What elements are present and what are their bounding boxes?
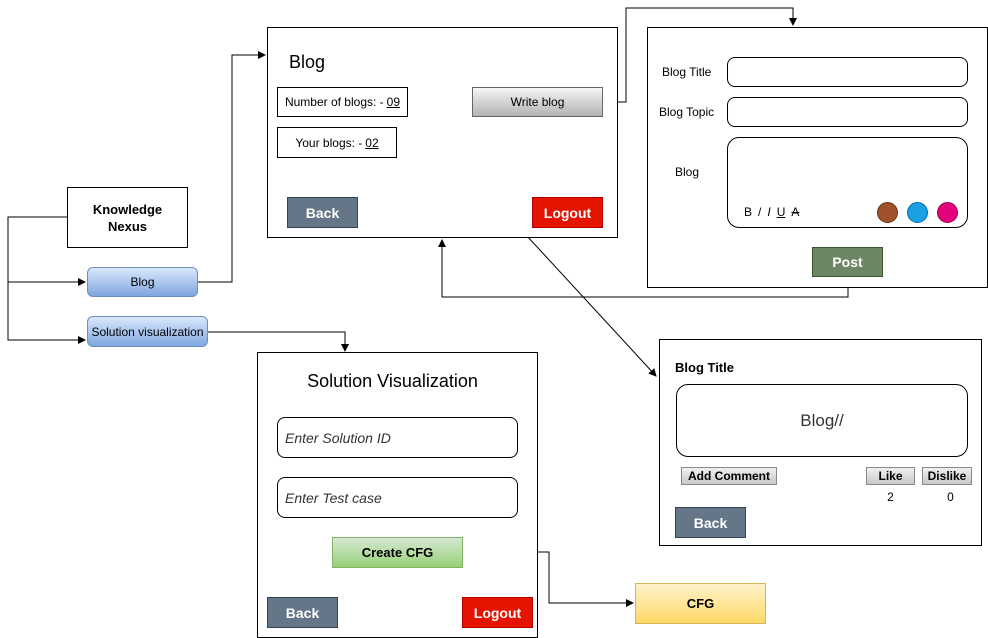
solution-logout-button[interactable]: Logout: [462, 597, 533, 628]
blog-topic-input[interactable]: [727, 97, 968, 127]
knowledge-nexus-line1: Knowledge: [92, 201, 163, 217]
arrow-blog-to-blogpage: [198, 51, 266, 283]
color-swatch-brown[interactable]: [877, 202, 898, 223]
blog-title-label: Blog Title: [662, 65, 712, 79]
number-of-blogs-value[interactable]: 09: [386, 95, 401, 109]
view-blog-content: Blog//: [676, 384, 968, 457]
format-italic-button[interactable]: I: [767, 205, 771, 219]
knowledge-nexus-box: Knowledge Nexus: [67, 187, 188, 248]
arrow-solution-to-solutionpage: [208, 331, 349, 352]
format-underline-button[interactable]: U: [776, 205, 786, 219]
format-bold-button[interactable]: B: [744, 205, 753, 219]
blog-topic-label: Blog Topic: [659, 105, 715, 119]
like-button[interactable]: Like: [866, 467, 915, 485]
blog-logout-button[interactable]: Logout: [532, 197, 603, 228]
arrow-nexus-to-solution: [7, 282, 86, 344]
post-button[interactable]: Post: [812, 247, 883, 277]
add-comment-button[interactable]: Add Comment: [681, 467, 777, 485]
format-strike-button[interactable]: A: [791, 205, 800, 219]
format-separator: /: [758, 205, 762, 219]
create-cfg-button[interactable]: Create CFG: [332, 537, 463, 568]
test-case-input[interactable]: Enter Test case: [277, 477, 518, 518]
solution-id-placeholder: Enter Solution ID: [285, 429, 391, 446]
your-blogs-value[interactable]: 02: [365, 135, 379, 150]
color-swatch-blue[interactable]: [907, 202, 928, 223]
blog-page-title: Blog: [289, 52, 326, 72]
arrow-write-to-writepage: [603, 7, 797, 103]
knowledge-nexus-line2: Nexus: [107, 218, 148, 234]
solution-back-button[interactable]: Back: [267, 597, 338, 628]
cfg-box: CFG: [635, 583, 766, 624]
view-back-button[interactable]: Back: [675, 507, 746, 538]
color-swatch-pink[interactable]: [937, 202, 958, 223]
format-toolbar: B / I U A: [744, 205, 799, 219]
solution-visualization-nav-button[interactable]: Solution visualization: [87, 316, 208, 347]
blog-nav-button[interactable]: Blog: [87, 267, 198, 297]
like-count: 2: [887, 490, 894, 504]
solution-page-title: Solution Visualization: [307, 371, 478, 391]
arrow-nexus-to-blog: [7, 216, 86, 286]
blog-body-label: Blog: [675, 165, 700, 179]
number-of-blogs-box: Number of blogs: - 09: [277, 87, 408, 117]
dislike-count: 0: [947, 490, 954, 504]
blog-back-button[interactable]: Back: [287, 197, 358, 228]
write-blog-button[interactable]: Write blog: [472, 87, 603, 117]
your-blogs-box: Your blogs: - 02: [277, 127, 397, 158]
test-case-placeholder: Enter Test case: [285, 489, 382, 506]
blog-title-input[interactable]: [727, 57, 968, 87]
number-of-blogs-label: Number of blogs: -: [284, 95, 384, 109]
your-blogs-label: Your blogs: -: [295, 135, 363, 150]
dislike-button[interactable]: Dislike: [922, 467, 972, 485]
solution-id-input[interactable]: Enter Solution ID: [277, 417, 518, 458]
view-blog-title: Blog Title: [675, 360, 734, 375]
